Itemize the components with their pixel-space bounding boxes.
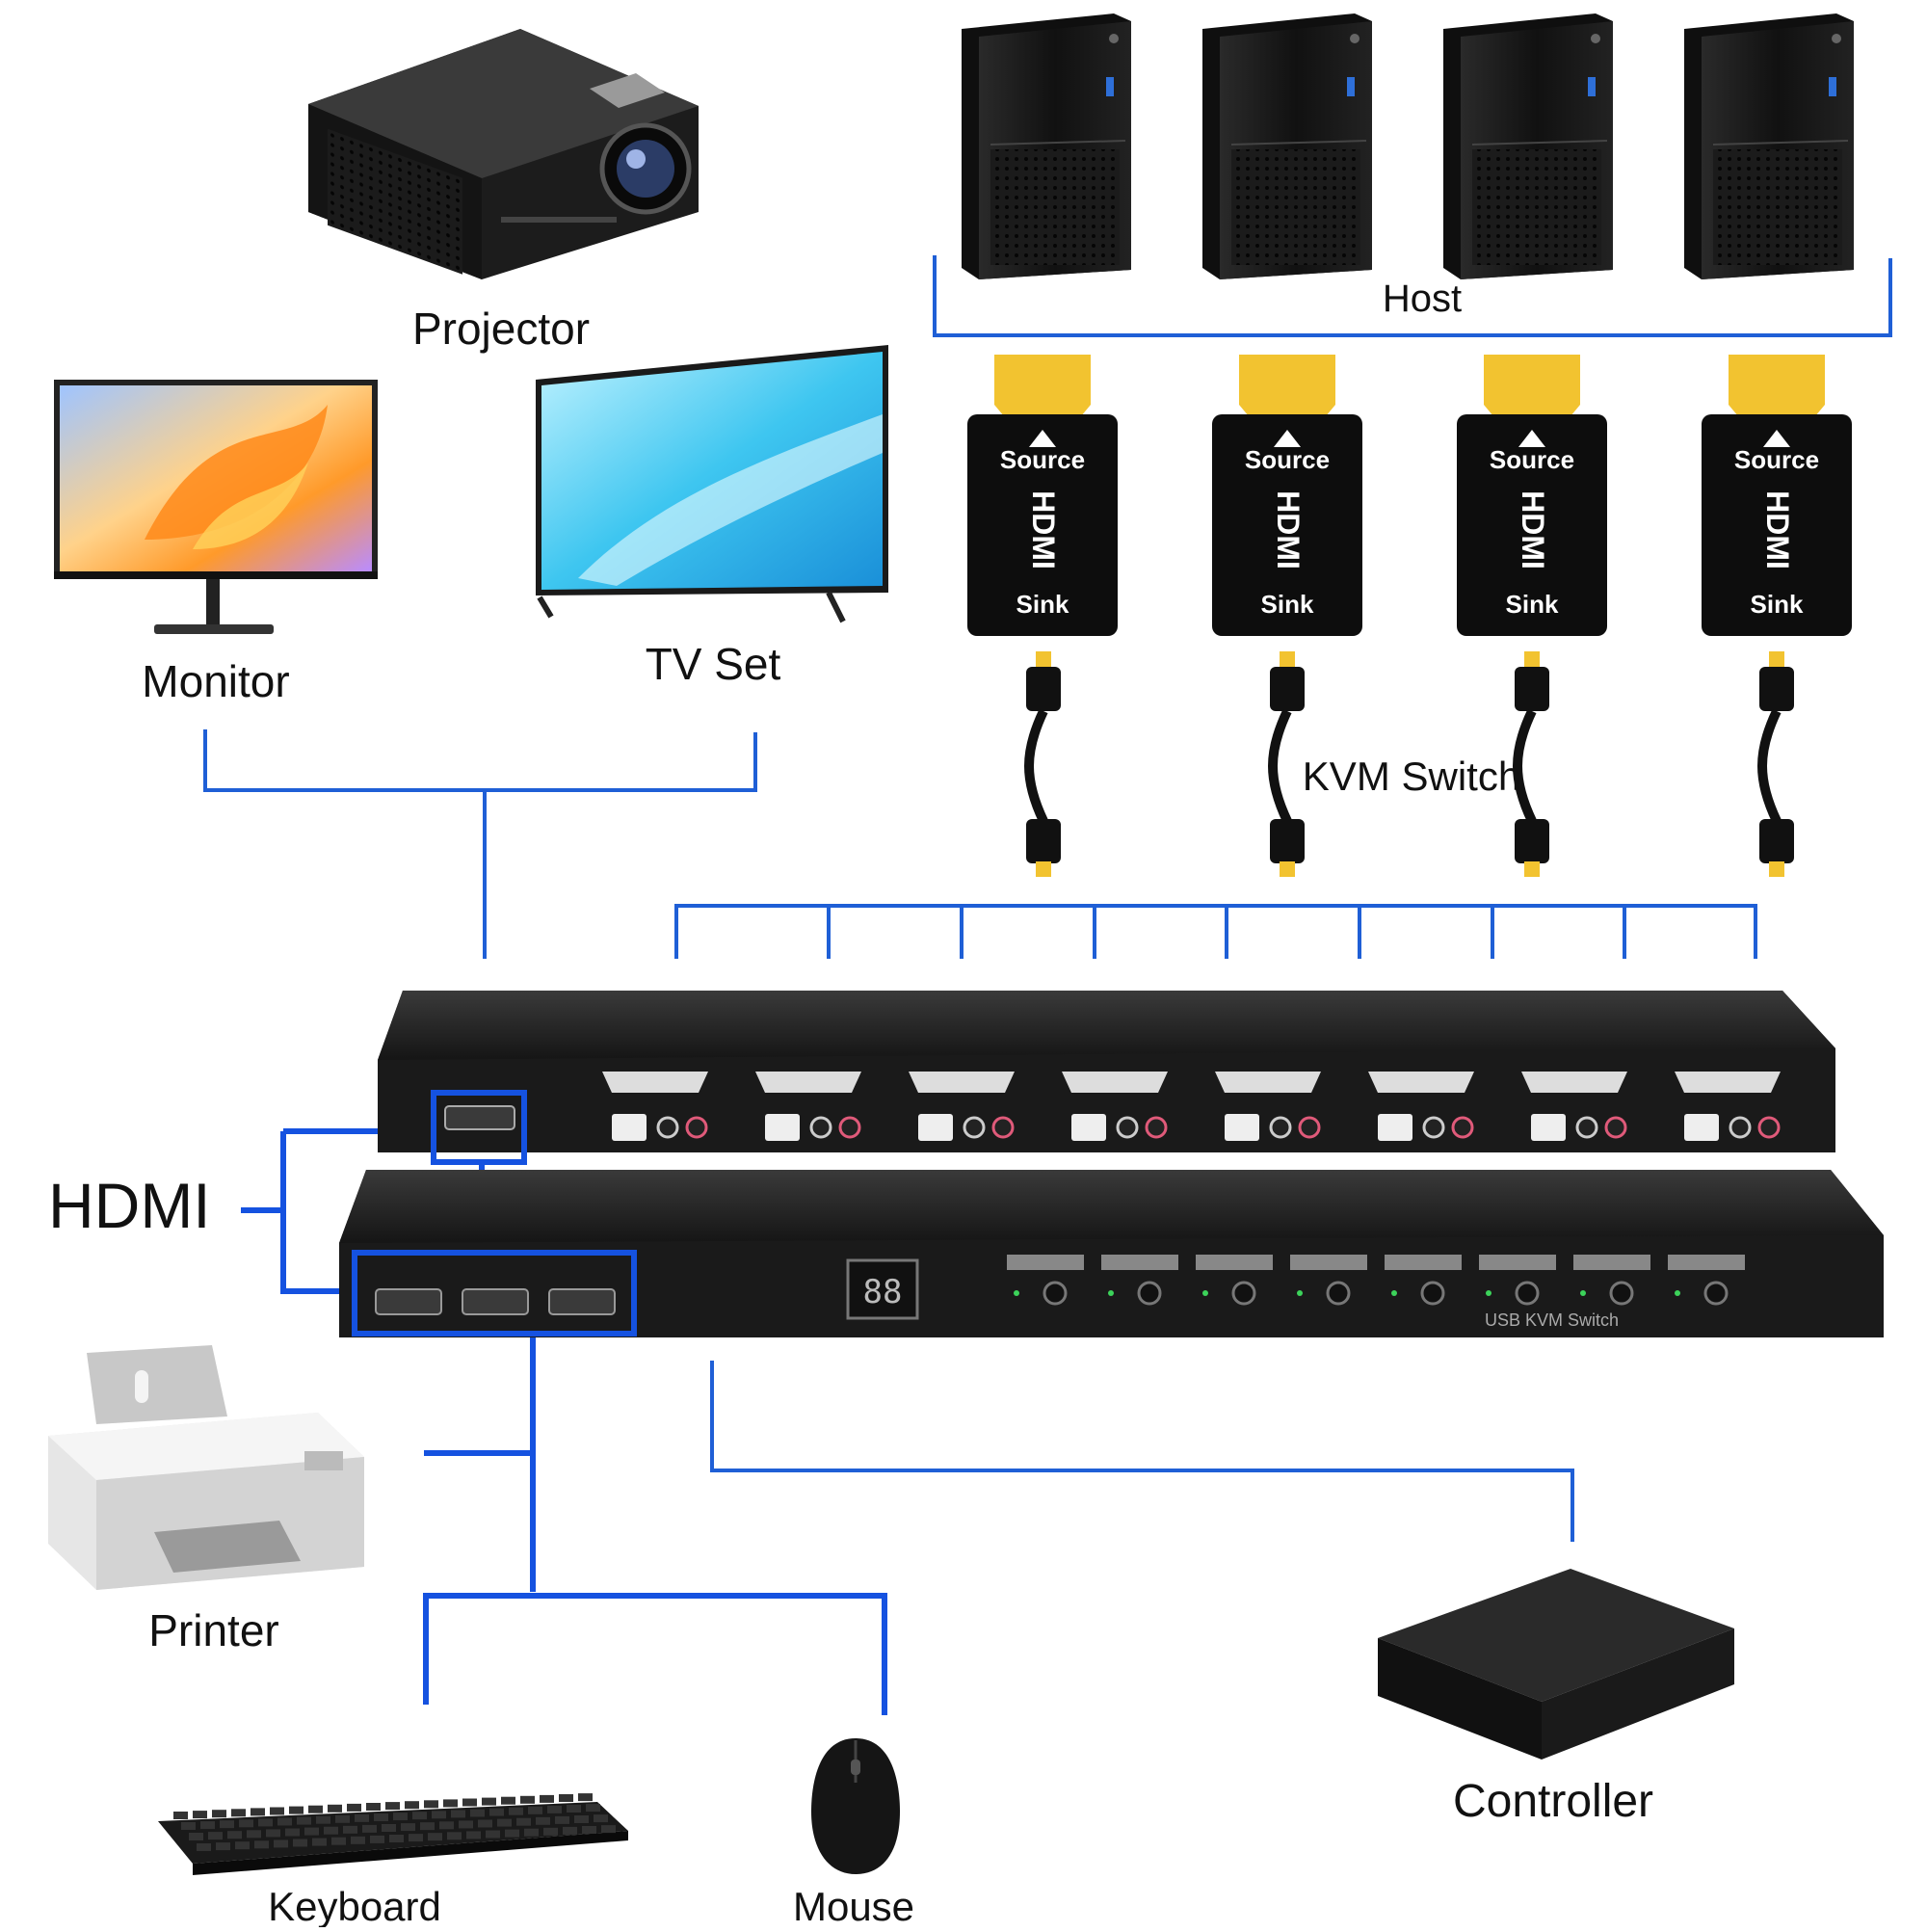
host-tower-2 [1202,13,1372,279]
front-usb-highlight [352,1250,637,1337]
emulator-source-text: Source [1734,445,1819,474]
rear-port-group-8 [1675,1072,1781,1141]
host-tower-3 [1443,13,1613,279]
port-select-button-8[interactable] [1668,1255,1745,1306]
monitor-label: Monitor [142,656,289,706]
port-select-button-7[interactable] [1573,1255,1650,1306]
hdmi-cable-1 [1024,651,1061,877]
rear-hdmi-highlight [431,1090,527,1165]
emulator-hdmi-text: HDMI [1516,490,1550,569]
keyboard-label: Keyboard [268,1884,441,1927]
port-select-button-4[interactable] [1290,1255,1367,1306]
tv-set-label: TV Set [646,639,781,689]
tv-set-image [536,345,888,623]
emulator-sink-text: Sink [1506,590,1559,619]
printer-label: Printer [148,1605,278,1655]
projector-label: Projector [412,304,590,354]
emulator-source-text: Source [1000,445,1085,474]
device-model-text: USB KVM Switch [1485,1310,1619,1330]
rear-port-group-4 [1062,1072,1168,1141]
host-tower-1 [962,13,1131,279]
port-select-button-1[interactable] [1007,1255,1084,1306]
rear-port-group-6 [1368,1072,1474,1141]
rear-port-group-3 [909,1072,1015,1141]
hdmi-cable-4 [1757,651,1794,877]
emulator-sink-text: Sink [1751,590,1804,619]
emulator-hdmi-text: HDMI [1760,490,1795,569]
host-towers [962,13,1854,279]
port-select-button-5[interactable] [1385,1255,1462,1306]
rear-port-group-2 [755,1072,861,1141]
host-bracket [933,255,1892,337]
port-select-button-2[interactable] [1101,1255,1178,1306]
mouse-image [811,1738,900,1874]
port-select-button-6[interactable] [1479,1255,1556,1306]
kvm-switch-device: 88 USB KVM Switch [339,991,1884,1337]
emulator-hdmi-text: HDMI [1026,490,1061,569]
controller-image [1378,1569,1734,1760]
controller-label: Controller [1453,1776,1653,1827]
rear-port-group-7 [1521,1072,1627,1141]
connector-lines [203,729,1757,1542]
host-label: Host [1383,278,1462,320]
emulator-source-text: Source [1245,445,1330,474]
rear-port-group-5 [1215,1072,1321,1141]
kvm-switch-label: KVM Switch [1303,754,1520,799]
hdmi-cable-3 [1513,651,1549,877]
host-tower-4 [1684,13,1854,279]
monitor-image [54,380,378,634]
rear-port-group-1 [602,1072,708,1141]
printer-image [48,1345,364,1590]
projector-image [308,29,699,279]
emulator-hdmi-text: HDMI [1271,490,1306,569]
emulator-sink-text: Sink [1016,590,1069,619]
hdmi-cables [1024,651,1794,877]
port-select-button-3[interactable] [1196,1255,1273,1306]
hdmi-cable-2 [1268,651,1305,877]
emulator-source-text: Source [1490,445,1574,474]
emulator-sink-text: Sink [1261,590,1314,619]
port-display: 88 [863,1273,903,1311]
mouse-label: Mouse [793,1884,914,1927]
hdmi-label: HDMI [48,1170,211,1241]
keyboard-image [158,1793,628,1875]
